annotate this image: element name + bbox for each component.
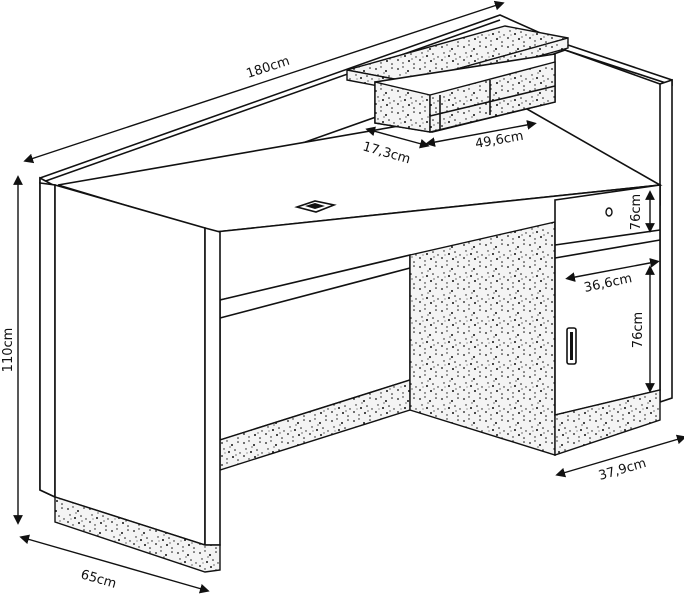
dim-arrow-shelf-width [425,120,537,147]
cable-grommet [294,200,337,213]
label-cabinet-height: 76cm [631,312,646,348]
dim-arrow-base-depth [555,434,684,478]
drawer-knob [605,207,613,217]
cabinet-unit [554,184,661,456]
granite-pedestal [409,221,556,456]
label-drawer-height: 76cm [629,194,644,230]
label-width-total: 180cm [245,54,292,82]
dim-arrow-cabinet-width [565,258,660,282]
door-handle [566,327,577,365]
label-height-total: 110cm [1,328,16,373]
dim-arrow-shelf-depth [365,126,430,149]
label-depth-side: 65cm [79,567,118,591]
left-side-panel [39,176,221,573]
dim-arrow-width-total [23,0,505,164]
dim-arrow-depth-side [19,534,210,594]
